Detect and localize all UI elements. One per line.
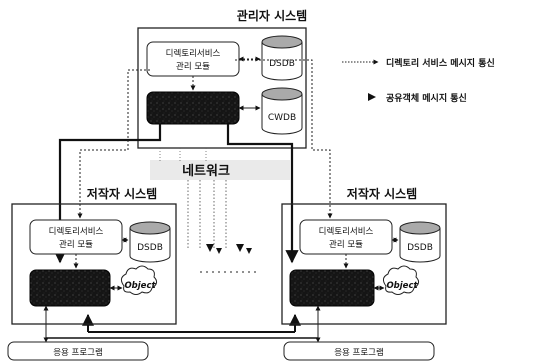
author-right-dir-module-line1: 디렉토리서비스	[319, 226, 374, 237]
manager-dsdb-cylinder	[261, 35, 303, 81]
author-left-app-label: 응용 프로그램	[53, 347, 103, 358]
author-right-dsdb-label: DSDB	[407, 243, 433, 253]
author-right-app: 응용 프로그램	[283, 341, 435, 361]
object-message-lines	[46, 59, 333, 339]
manager-system: 관리자 시스템 디렉토리서비스 관리 모듈 DSDB CWDB	[137, 8, 307, 149]
manager-cwdb-label: CWDB	[268, 113, 296, 123]
manager-object-module	[146, 91, 240, 125]
author-right-object-module	[289, 269, 375, 307]
author-right-box	[281, 203, 447, 325]
author-left-object-cloud-icon	[120, 265, 158, 295]
author-right-title: 저작자 시스템	[347, 186, 417, 201]
author-left-box	[11, 203, 177, 325]
author-left-object-label: Object	[124, 281, 156, 291]
author-left-title: 저작자 시스템	[87, 186, 157, 201]
legend-solid-arrow-icon	[368, 93, 376, 101]
manager-dir-module-line1: 디렉토리서비스	[166, 48, 221, 59]
author-right-object-label: Object	[386, 281, 418, 291]
author-left-app: 응용 프로그램	[7, 341, 149, 361]
author-system-right: 저작자 시스템 디렉토리서비스 관리 모듈 DSDB Object	[281, 186, 447, 343]
author-left-dsdb-cylinder	[129, 221, 171, 263]
network-label: 네트워크	[182, 163, 230, 179]
manager-cwdb-cylinder	[261, 87, 303, 135]
author-left-dsdb-label: DSDB	[137, 243, 163, 253]
manager-dsdb-label: DSDB	[269, 59, 295, 69]
author-right-object-cloud-icon	[382, 265, 420, 295]
legend: 디렉토리 서비스 메시지 통신 공유객체 메시지 통신	[342, 57, 495, 104]
author-system-left: 저작자 시스템 디렉토리서비스 관리 모듈 DSDB Object	[11, 186, 177, 343]
legend-obj-msg: 공유객체 메시지 통신	[386, 92, 467, 104]
manager-system-box	[137, 27, 307, 149]
author-left-object-module	[29, 269, 111, 307]
legend-dir-msg: 디렉토리 서비스 메시지 통신	[386, 57, 495, 69]
network: 네트워크	[150, 148, 290, 180]
author-right-app-label: 응용 프로그램	[334, 347, 384, 358]
manager-dir-module-line2: 관리 모듈	[176, 61, 210, 72]
manager-system-title: 관리자 시스템	[237, 8, 307, 23]
network-broadcast-arrows	[187, 180, 260, 273]
author-right-dsdb-cylinder	[399, 221, 441, 263]
author-left-dir-module-line1: 디렉토리서비스	[49, 226, 104, 237]
author-left-dir-module-line2: 관리 모듈	[59, 239, 93, 250]
author-right-dir-module-line2: 관리 모듈	[329, 239, 363, 250]
